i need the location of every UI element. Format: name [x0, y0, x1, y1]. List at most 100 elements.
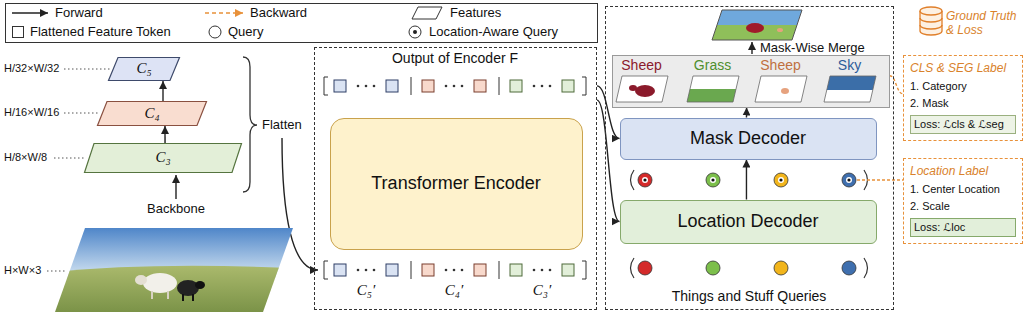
label-card: Location Label1. Center Location2. Scale… [903, 158, 1023, 244]
dimension-label: H×W×3 [4, 264, 41, 277]
token-row-output [541, 85, 544, 88]
merged-mask-image [712, 10, 802, 40]
location-aware-queries [774, 173, 788, 187]
token-row-input [582, 261, 586, 279]
token-row-output [582, 77, 586, 95]
mask-image [635, 85, 655, 97]
encoder-block: Transformer Encoder [330, 118, 583, 250]
dimension-label: H/8×W/8 [4, 151, 47, 164]
token-row-output [422, 80, 434, 92]
token-row-input [357, 269, 360, 272]
input-image [151, 291, 153, 299]
card-item: 2. Scale [910, 198, 1016, 215]
location-aware-queries [846, 177, 852, 183]
step-label: Mask-Wise Merge [760, 40, 865, 56]
leader-line [54, 158, 86, 159]
feature-map-shape [85, 144, 242, 173]
connector [164, 126, 165, 143]
label-card: CLS & SEG Label1. Category2. MaskLoss: ℒ… [903, 55, 1023, 141]
loss-box: Loss: ℒloc [910, 218, 1016, 237]
connector [890, 76, 904, 94]
token-row-input [324, 261, 586, 279]
flatten-brace [243, 57, 257, 192]
decoder-block: Location Decoder [620, 200, 877, 244]
feature-map-shape [109, 58, 180, 81]
connector [597, 86, 620, 139]
mask-image [616, 76, 876, 102]
panel-heading: Output of Encoder F [392, 50, 518, 66]
leader-line [64, 69, 110, 70]
token-row-output [324, 77, 328, 95]
backward-arrow-sample [205, 12, 243, 14]
leader-line [64, 113, 99, 114]
location-aware-queries [847, 178, 850, 181]
block-label: Transformer Encoder [371, 173, 540, 194]
mask-class-label: Sky [838, 57, 861, 73]
token-row-input [510, 264, 522, 276]
card-item: 1. Center Location [910, 181, 1016, 198]
leader-line [47, 271, 66, 272]
merged-mask-image [712, 10, 802, 25]
feature-map-label: C₄ [144, 105, 159, 122]
location-aware-queries [842, 173, 856, 187]
dimension-label: H/16×W/16 [4, 106, 59, 119]
merged-mask-image [712, 10, 802, 40]
token-row-output [549, 85, 552, 88]
token-row-input [386, 264, 398, 276]
block-label: Mask Decoder [690, 128, 806, 149]
token-row-input [453, 269, 456, 272]
token-row-input [365, 269, 368, 272]
loss-text: Loss: ℒcls & ℒseg [914, 117, 1012, 132]
legend-text: Flattened Feature Token [30, 24, 171, 40]
token-row-input [541, 269, 544, 272]
stuff-queries [631, 258, 635, 278]
stuff-queries [864, 258, 868, 278]
forward-arrow-sample [12, 12, 48, 14]
mask-class-label: Sheep [760, 57, 800, 73]
input-image [192, 294, 194, 301]
location-aware-queries [638, 173, 652, 187]
location-query-sample [409, 26, 421, 38]
encoder-panel: Output of Encoder F Transformer Encoder [314, 47, 597, 310]
database-icon [920, 7, 942, 15]
stuff-queries [706, 261, 720, 275]
location-query-sample [409, 26, 421, 38]
stuff-queries [842, 261, 856, 275]
token-row-output [499, 77, 500, 95]
input-image [135, 275, 147, 285]
location-aware-queries [710, 177, 716, 183]
legend-box [6, 4, 598, 43]
token-row-output [533, 85, 536, 88]
token-row-output [474, 80, 486, 92]
icon-caption: Ground Truth & Loss [946, 9, 1024, 38]
token-row-output [365, 85, 368, 88]
mask-image [781, 88, 789, 94]
loss-text: Loss: ℒloc [914, 220, 1012, 235]
stuff-queries [774, 261, 788, 275]
flatten-arrow [282, 138, 318, 270]
token-row-input [474, 264, 486, 276]
location-aware-queries [779, 178, 782, 181]
token-row-output [411, 77, 412, 95]
merge-arrow [751, 42, 752, 54]
feature-map: C₄ [97, 101, 207, 126]
legend-text: Query [228, 24, 263, 40]
decoder-block: Mask Decoder [620, 118, 877, 160]
panel-caption: Things and Stuff Queries [672, 288, 827, 304]
database-icon [920, 18, 942, 29]
loss-box: Loss: ℒcls & ℒseg [910, 115, 1016, 134]
token-row-input [411, 261, 412, 279]
connector [597, 100, 620, 221]
token-row-output [386, 80, 398, 92]
stuff-queries [631, 258, 868, 278]
location-aware-queries [643, 178, 646, 181]
feature-map-label: C₃ [155, 149, 170, 166]
token-group-label: C₃′ [533, 281, 552, 299]
token-row-input [533, 269, 536, 272]
backbone-arrow [175, 175, 176, 199]
legend-text: Forward [55, 5, 103, 21]
token-row-input [461, 269, 464, 272]
token-row-input [422, 264, 434, 276]
mask-image [755, 76, 807, 102]
